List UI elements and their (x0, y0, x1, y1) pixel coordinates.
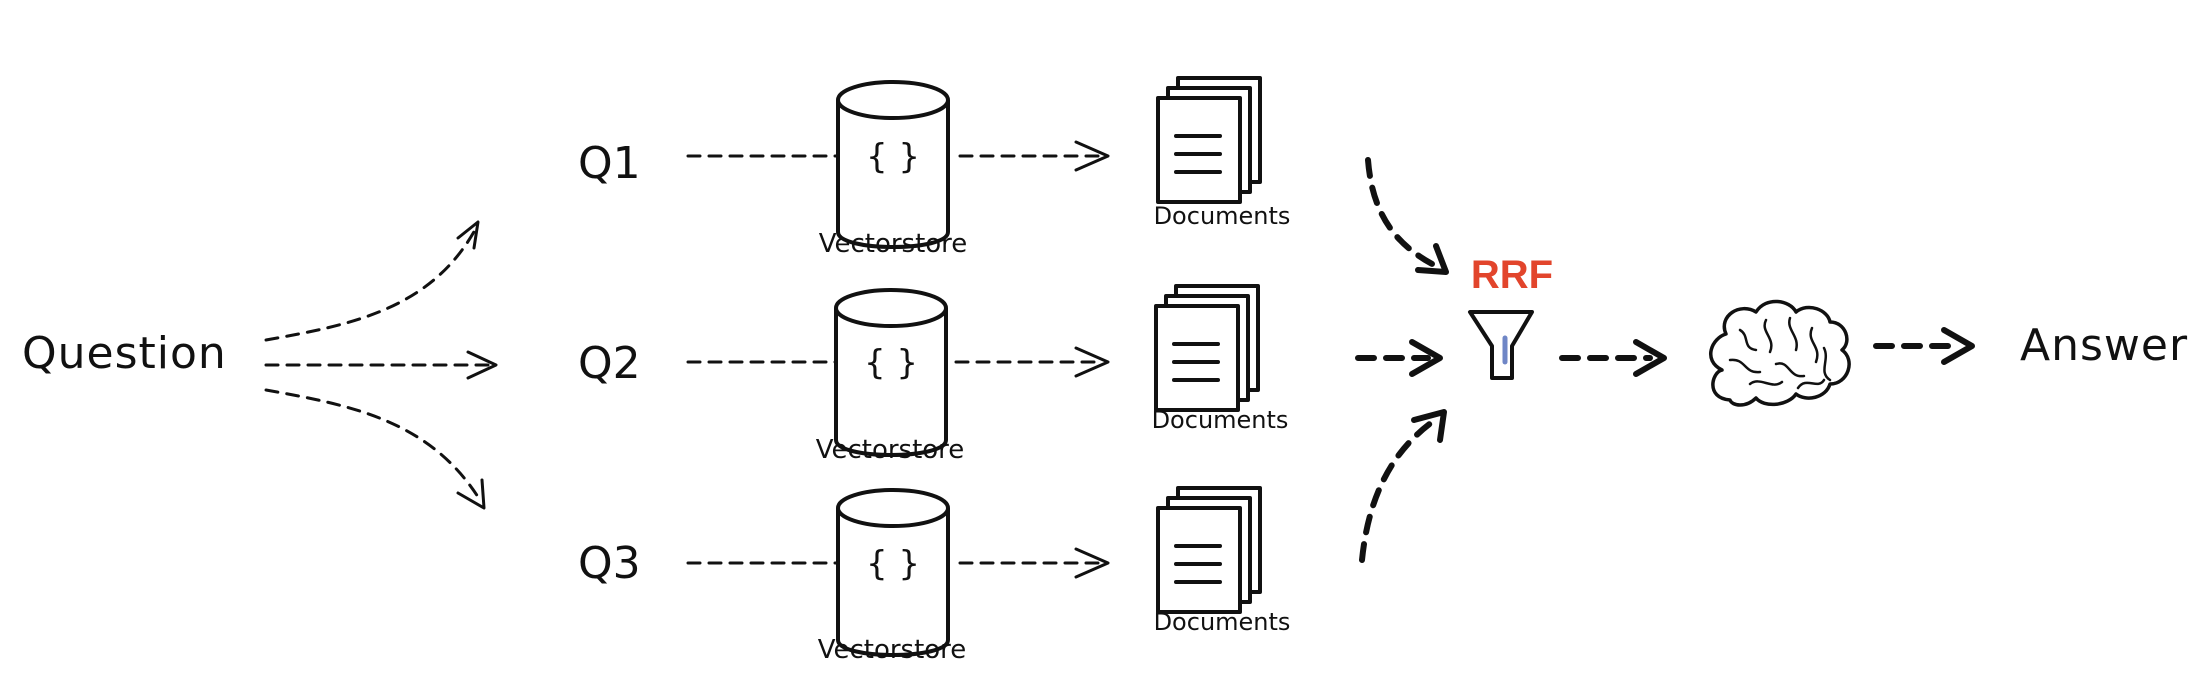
vectorstore-label: Vectorstore (816, 435, 965, 465)
llm-to-answer-arrow (1873, 327, 1975, 365)
query-row-2: Q2 { } Vectorstore Documents (578, 284, 1289, 465)
store-glyph: { } (866, 544, 920, 584)
query-row-3: Q3 { } Vectorstore Documents (578, 486, 1291, 665)
fanout-arrows (264, 220, 498, 510)
brain-icon (1709, 299, 1851, 407)
query-label-q2: Q2 (578, 338, 641, 389)
query-label-q3: Q3 (578, 538, 641, 589)
documents-label: Documents (1152, 406, 1289, 434)
vectorstore-label: Vectorstore (819, 229, 968, 259)
documents-icon (1156, 486, 1262, 614)
store-glyph: { } (864, 343, 918, 383)
filter-funnel-icon (1468, 310, 1534, 380)
query-row-1: Q1 { } Vectorstore Documents (578, 76, 1291, 259)
documents-label: Documents (1154, 608, 1291, 636)
question-label: Question (22, 328, 227, 379)
query-label-q1: Q1 (578, 138, 641, 189)
store-glyph: { } (866, 137, 920, 177)
vectorstore-label: Vectorstore (818, 635, 967, 665)
documents-icon (1156, 76, 1262, 204)
documents-label: Documents (1154, 202, 1291, 230)
fusion-to-llm-arrow (1559, 339, 1667, 377)
rrf-label: RRF (1471, 253, 1553, 297)
documents-icon (1154, 284, 1260, 412)
answer-label: Answer (2020, 320, 2188, 371)
fusion-input-arrows (1355, 157, 1449, 563)
